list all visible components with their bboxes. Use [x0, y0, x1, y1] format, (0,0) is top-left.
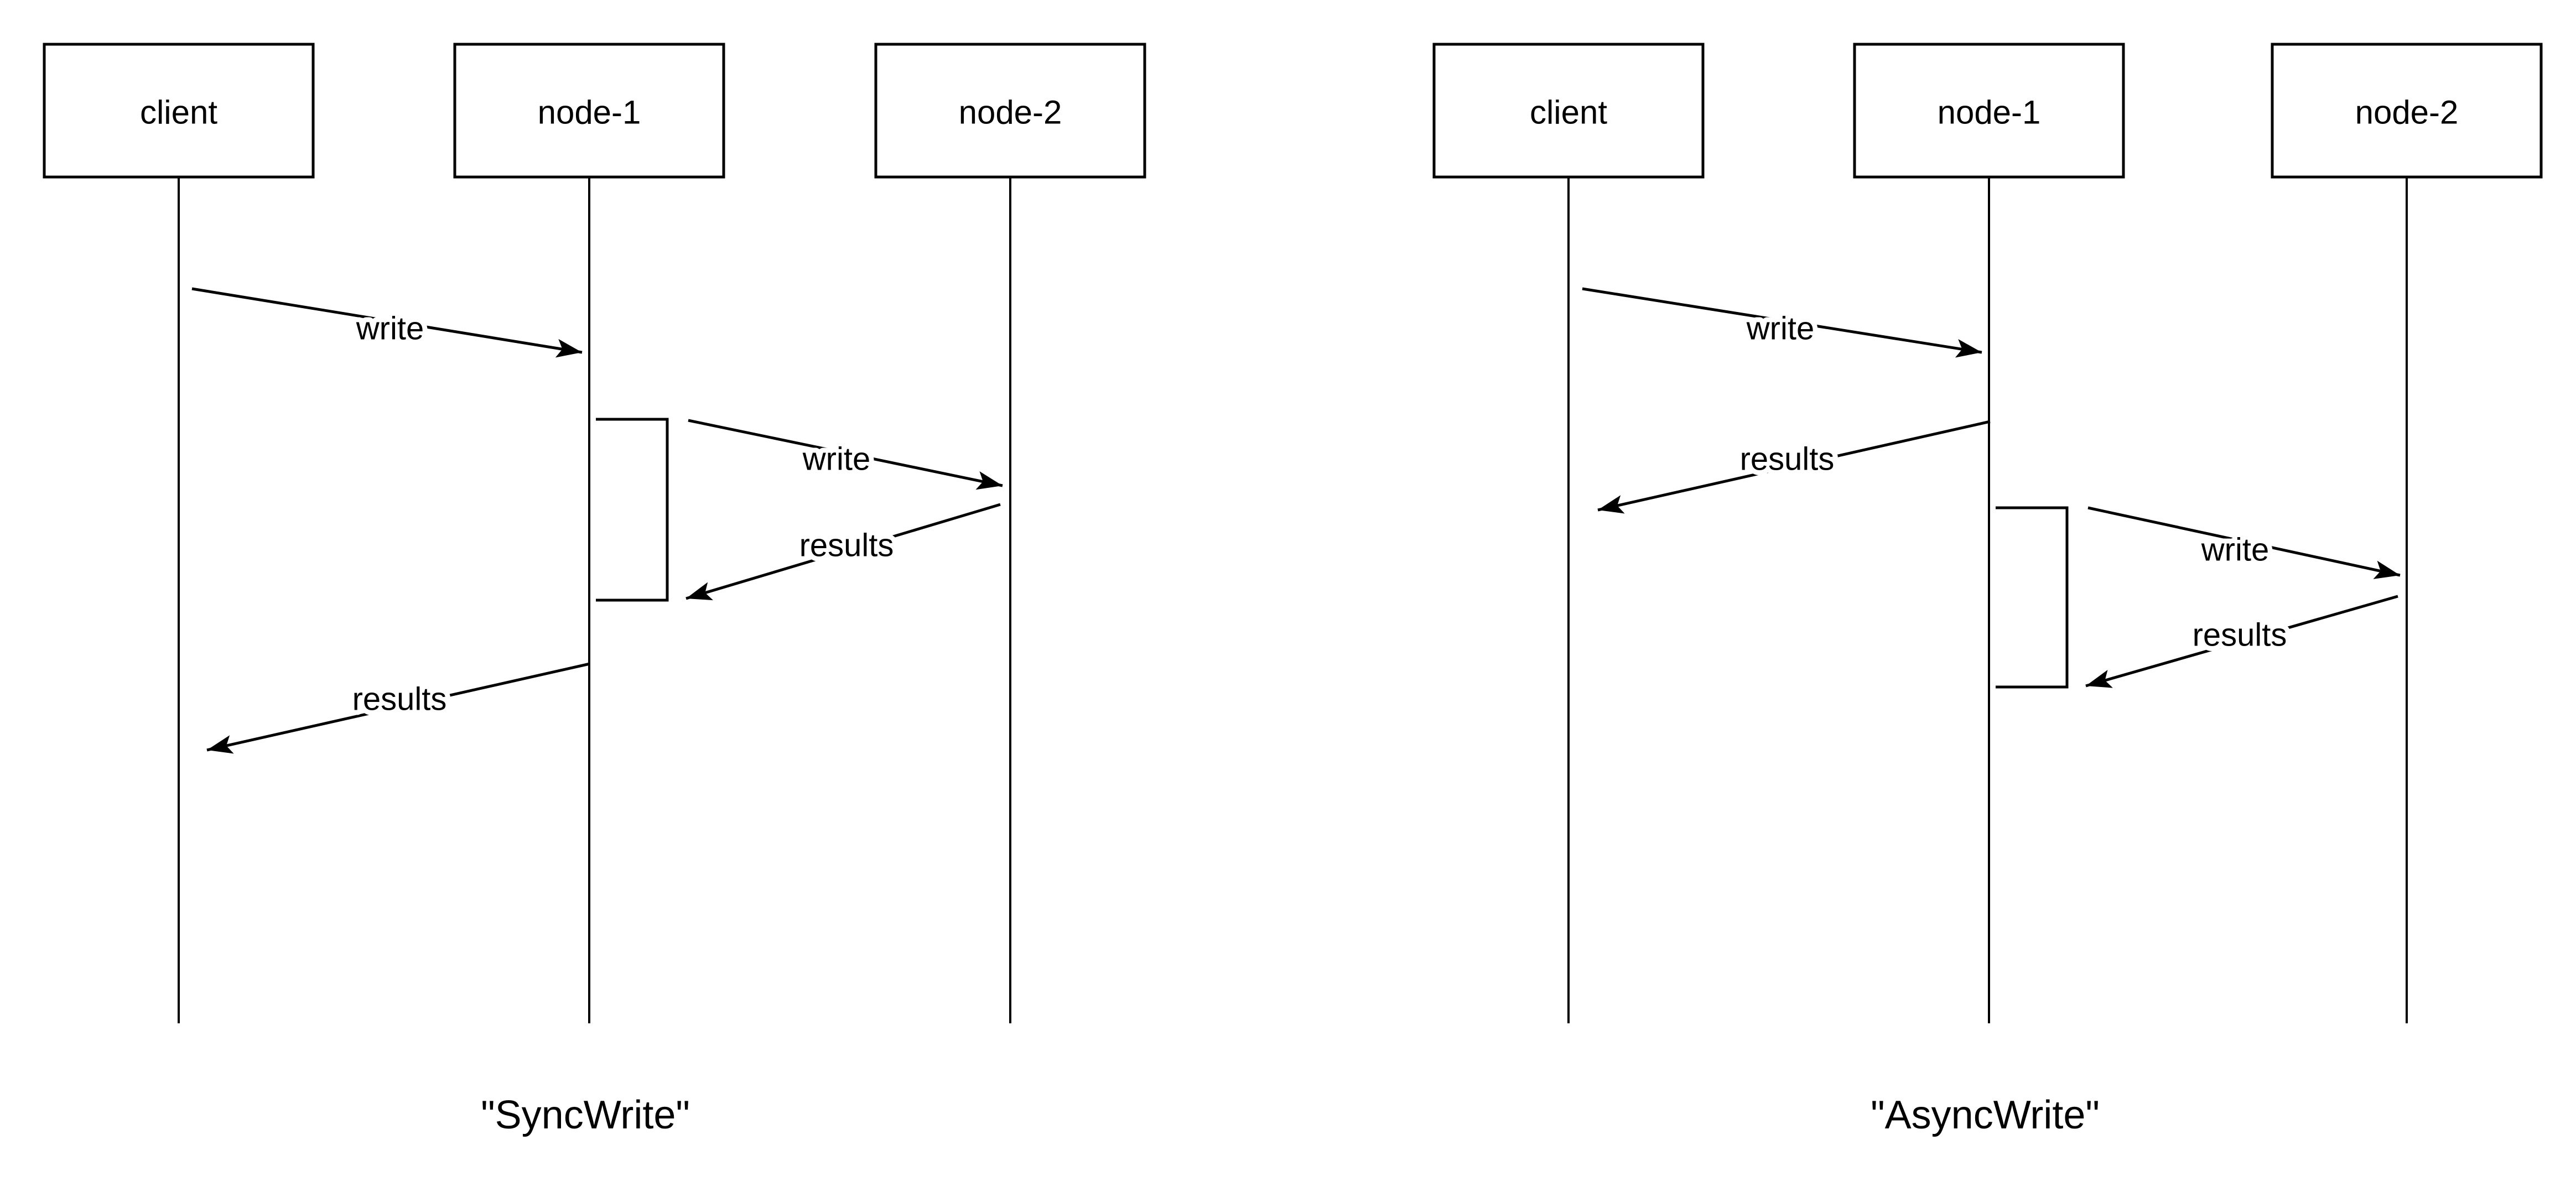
- actor-box-client: [1432, 43, 1705, 179]
- actor-label-node-1: node-1: [538, 94, 641, 131]
- message-line-write-client-to-node-1: [1582, 287, 1982, 358]
- message-line-write-node-1-to-node-2: [688, 419, 1003, 490]
- message-label-write-node-1-to-node-2: write: [802, 441, 870, 477]
- actor-box-node-2: [2271, 43, 2543, 179]
- message-line-results-node-1-to-client: [206, 662, 590, 754]
- message-label-results-node-1-to-client: results: [352, 681, 447, 717]
- actor-box-node-1: [1853, 43, 2125, 179]
- message-line-results-node-2-to-node-1: [2085, 595, 2398, 688]
- diagram-caption-syncwrite: "SyncWrite": [481, 1093, 690, 1137]
- actor-label-node-2: node-2: [959, 94, 1062, 131]
- actor-box-node-1: [453, 43, 725, 179]
- message-line-results-node-2-to-node-1: [685, 503, 1001, 601]
- asyncwrite-diagram: client node-1 node-2 write results write…: [1432, 43, 2543, 1137]
- message-line-write-client-to-node-1: [191, 287, 583, 358]
- actor-label-client: client: [1530, 94, 1607, 131]
- actor-label-node-1: node-1: [1938, 94, 2041, 131]
- message-line-write-node-1-to-node-2: [2087, 506, 2401, 579]
- message-label-results-node-1-to-client: results: [1740, 441, 1835, 477]
- actor-box-node-2: [874, 43, 1146, 179]
- actor-label-node-2: node-2: [2355, 94, 2459, 131]
- message-label-results-node-2-to-node-1: results: [799, 528, 894, 564]
- message-label-results-node-2-to-node-1: results: [2193, 617, 2287, 653]
- message-label-write-node-1-to-node-2: write: [2201, 532, 2269, 568]
- activation-bar-node-1: [596, 418, 669, 602]
- message-label-write-client-to-node-1: write: [356, 311, 424, 347]
- syncwrite-diagram: client node-1 node-2 write write results…: [43, 43, 1146, 1137]
- activation-bar-node-1: [1996, 506, 2069, 689]
- message-line-results-node-1-to-client: [1597, 420, 1991, 514]
- actor-label-client: client: [140, 94, 217, 131]
- actor-box-client: [43, 43, 315, 179]
- diagram-caption-asyncwrite: "AsyncWrite": [1871, 1093, 2100, 1137]
- message-label-write-client-to-node-1: write: [1746, 311, 1814, 347]
